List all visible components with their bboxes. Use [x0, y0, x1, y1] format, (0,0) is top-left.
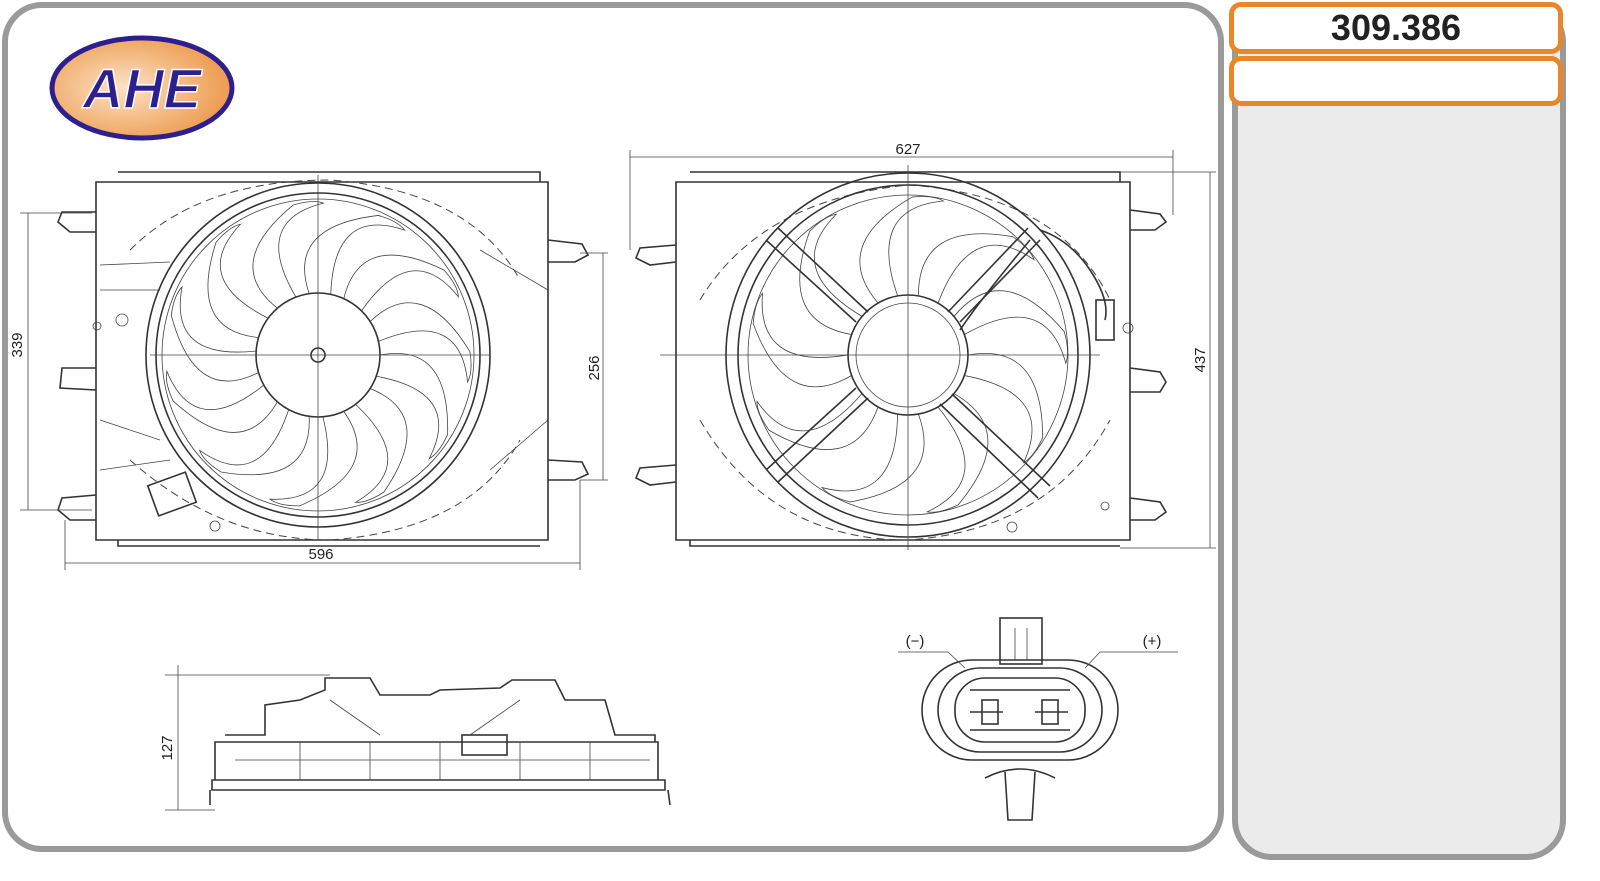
fan-blade	[820, 413, 925, 503]
front-view	[57, 171, 590, 547]
fan-blade	[964, 353, 1044, 464]
part-subtitle-box	[1229, 56, 1563, 106]
side-view	[209, 677, 671, 806]
fan-blade	[252, 201, 325, 309]
side-dimensions: 127	[159, 665, 330, 811]
dim-front-height: 339	[9, 332, 26, 357]
fan-blades	[165, 201, 472, 507]
rear-view	[634, 165, 1168, 550]
rear-dimensions: 627 437	[629, 141, 1216, 549]
dim-side-depth: 127	[159, 735, 176, 760]
fan-blade	[756, 393, 879, 450]
part-code: 309.386	[1330, 7, 1462, 48]
support-struts	[765, 227, 1051, 499]
fan-blade	[170, 285, 259, 382]
dim-rear-width: 627	[895, 141, 920, 158]
fan-blade	[752, 292, 852, 388]
fan-blade	[207, 223, 269, 338]
drawing-panel	[2, 2, 1224, 852]
ahe-logo: AHE	[49, 35, 235, 141]
fan-blade	[354, 388, 408, 503]
fan-blade	[268, 411, 358, 507]
logo-text: AHE	[81, 57, 203, 120]
front-dimensions: 339 596 256	[9, 212, 608, 570]
fan-blades-rear	[752, 196, 1068, 513]
part-code-box: 309.386	[1229, 2, 1563, 54]
fan-blade	[304, 215, 406, 295]
fan-blade	[198, 409, 310, 476]
connector-plus-label: (+)	[1143, 633, 1162, 650]
fan-blade	[799, 213, 863, 335]
dim-front-inner-height: 256	[586, 355, 603, 380]
fan-blade	[165, 369, 278, 433]
fan-blade	[859, 196, 945, 304]
fan-blade	[369, 302, 472, 384]
info-panel	[1232, 2, 1566, 860]
connector-minus-label: (−)	[906, 633, 925, 650]
dim-front-width: 596	[308, 546, 333, 563]
dim-rear-height: 437	[1192, 347, 1209, 372]
fan-blade	[376, 353, 448, 460]
fan-blade	[953, 290, 1068, 365]
fan-blade	[343, 254, 459, 312]
connector-detail: (−) (+)	[898, 617, 1178, 821]
fan-blade	[926, 393, 989, 513]
fan-blade	[918, 233, 1035, 304]
